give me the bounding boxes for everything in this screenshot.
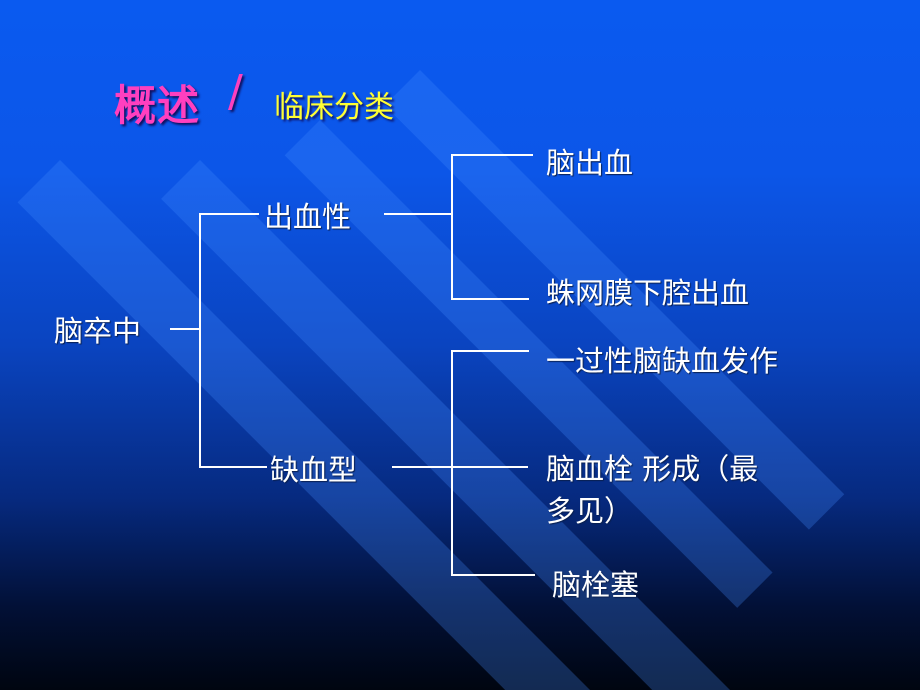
connector — [451, 350, 529, 352]
tree-root: 脑卒中 — [54, 314, 142, 348]
leaf-thrombosis: 脑血栓 形成（最 — [546, 452, 759, 486]
connector — [199, 466, 267, 468]
connector — [199, 213, 259, 215]
branch-hemorrhagic: 出血性 — [264, 200, 352, 234]
leaf-thrombosis-cont: 多见） — [546, 494, 634, 528]
slide-title: 概述 — [114, 81, 201, 130]
leaf-tia: 一过性脑缺血发作 — [546, 344, 779, 378]
connector — [170, 328, 200, 330]
connector — [451, 298, 529, 300]
slide-subtitle: 临床分类 — [274, 90, 394, 125]
leaf-embolism: 脑栓塞 — [552, 568, 640, 602]
connector — [392, 466, 528, 468]
connector — [199, 213, 201, 467]
connector — [451, 574, 535, 576]
title-separator: / — [228, 66, 243, 117]
leaf-subarachnoid-hemorrhage: 蛛网膜下腔出血 — [546, 276, 750, 310]
connector — [451, 350, 453, 576]
connector — [384, 213, 452, 215]
branch-ischemic: 缺血型 — [270, 453, 358, 487]
connector — [451, 154, 533, 156]
connector — [451, 154, 453, 300]
leaf-cerebral-hemorrhage: 脑出血 — [546, 146, 634, 180]
